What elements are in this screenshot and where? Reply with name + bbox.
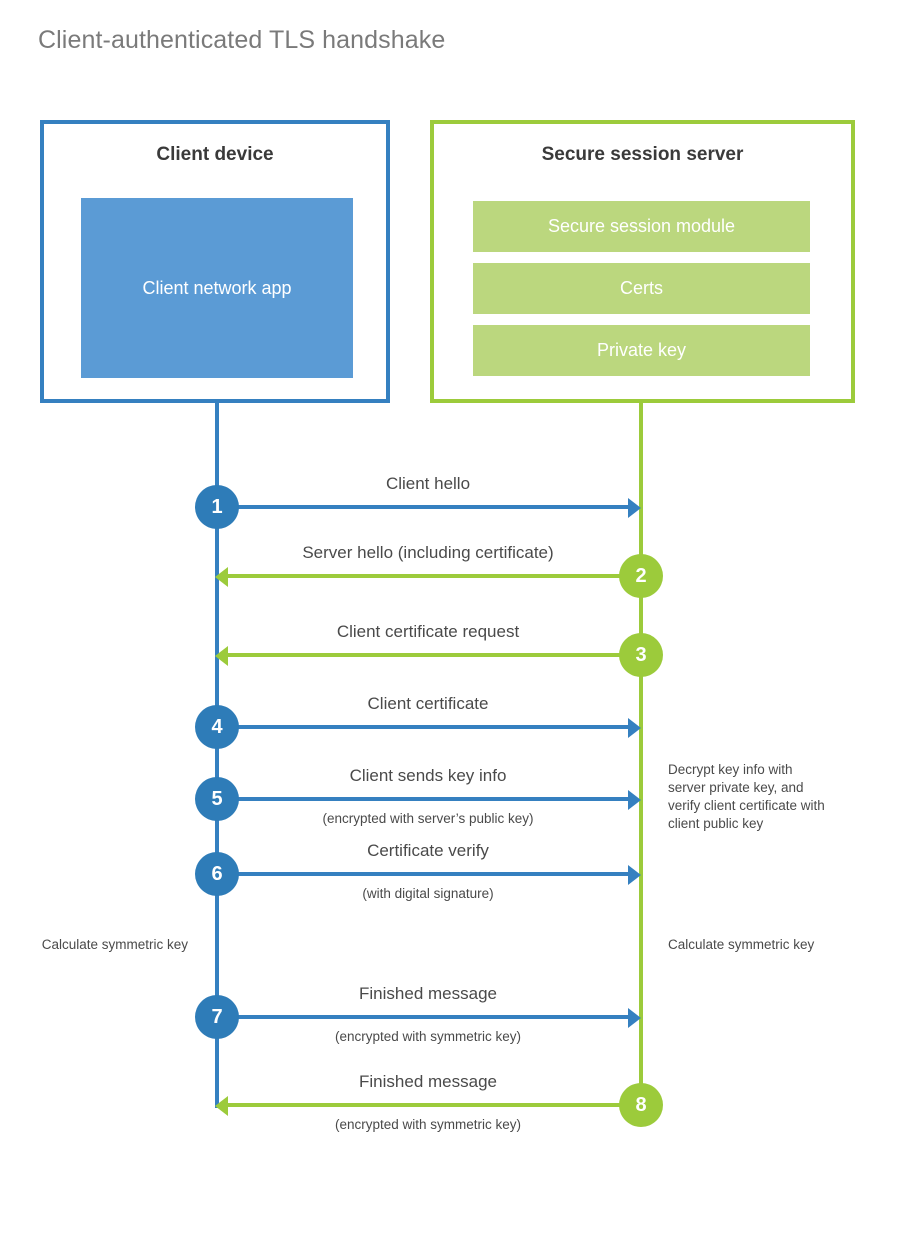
arrowhead-right-icon [628, 1008, 641, 1028]
client-lifeline [215, 403, 219, 1108]
step-circle-4: 4 [195, 705, 239, 749]
arrowhead-left-icon [215, 1096, 228, 1116]
message-sublabel-5: (encrypted with server’s public key) [322, 811, 534, 826]
arrowhead-right-icon [628, 865, 641, 885]
message-arrow-4 [217, 725, 632, 729]
message-arrow-8 [224, 1103, 639, 1107]
step-circle-7: 7 [195, 995, 239, 1039]
annotation-server-calculate-symmetric-key: Calculate symmetric key [668, 937, 815, 952]
message-label-7: Finished message [359, 984, 497, 1003]
server-lifeline [639, 403, 643, 1103]
client-device-box: Client device Client network app [40, 120, 390, 403]
arrowhead-right-icon [628, 718, 641, 738]
arrowhead-left-icon [215, 646, 228, 666]
annotation-client-calculate-symmetric-key: Calculate symmetric key [41, 937, 188, 952]
annotation-server-decrypt: Decrypt key info with server private key… [668, 762, 825, 831]
server-component-certs: Certs [473, 263, 810, 314]
step-circle-1: 1 [195, 485, 239, 529]
message-sublabel-6: (with digital signature) [362, 886, 494, 901]
message-arrow-3 [224, 653, 639, 657]
secure-session-server-title: Secure session server [541, 144, 744, 165]
server-component-secure-session-module: Secure session module [473, 201, 810, 252]
step-circle-8: 8 [619, 1083, 663, 1127]
message-arrow-1 [217, 505, 632, 509]
message-arrow-5 [217, 797, 632, 801]
message-arrow-7 [217, 1015, 632, 1019]
arrowhead-left-icon [215, 567, 228, 587]
message-sublabel-7: (encrypted with symmetric key) [334, 1029, 522, 1044]
message-label-2: Server hello (including certificate) [302, 543, 554, 562]
client-device-title: Client device [156, 144, 274, 165]
message-label-6: Certificate verify [367, 841, 489, 860]
secure-session-server-box: Secure session server Secure session mod… [430, 120, 855, 403]
message-label-1: Client hello [385, 474, 471, 493]
message-arrow-2 [224, 574, 639, 578]
message-arrow-6 [217, 872, 632, 876]
message-label-8: Finished message [359, 1072, 497, 1091]
server-component-private-key: Private key [473, 325, 810, 376]
step-circle-2: 2 [619, 554, 663, 598]
step-circle-6: 6 [195, 852, 239, 896]
client-network-app-block: Client network app [81, 198, 353, 378]
message-sublabel-8: (encrypted with symmetric key) [334, 1117, 522, 1132]
message-label-3: Client certificate request [336, 622, 520, 641]
step-circle-3: 3 [619, 633, 663, 677]
step-circle-5: 5 [195, 777, 239, 821]
arrowhead-right-icon [628, 790, 641, 810]
page-title: Client-authenticated TLS handshake [38, 26, 446, 54]
message-label-5: Client sends key info [349, 766, 507, 785]
message-label-4: Client certificate [367, 694, 489, 713]
arrowhead-right-icon [628, 498, 641, 518]
